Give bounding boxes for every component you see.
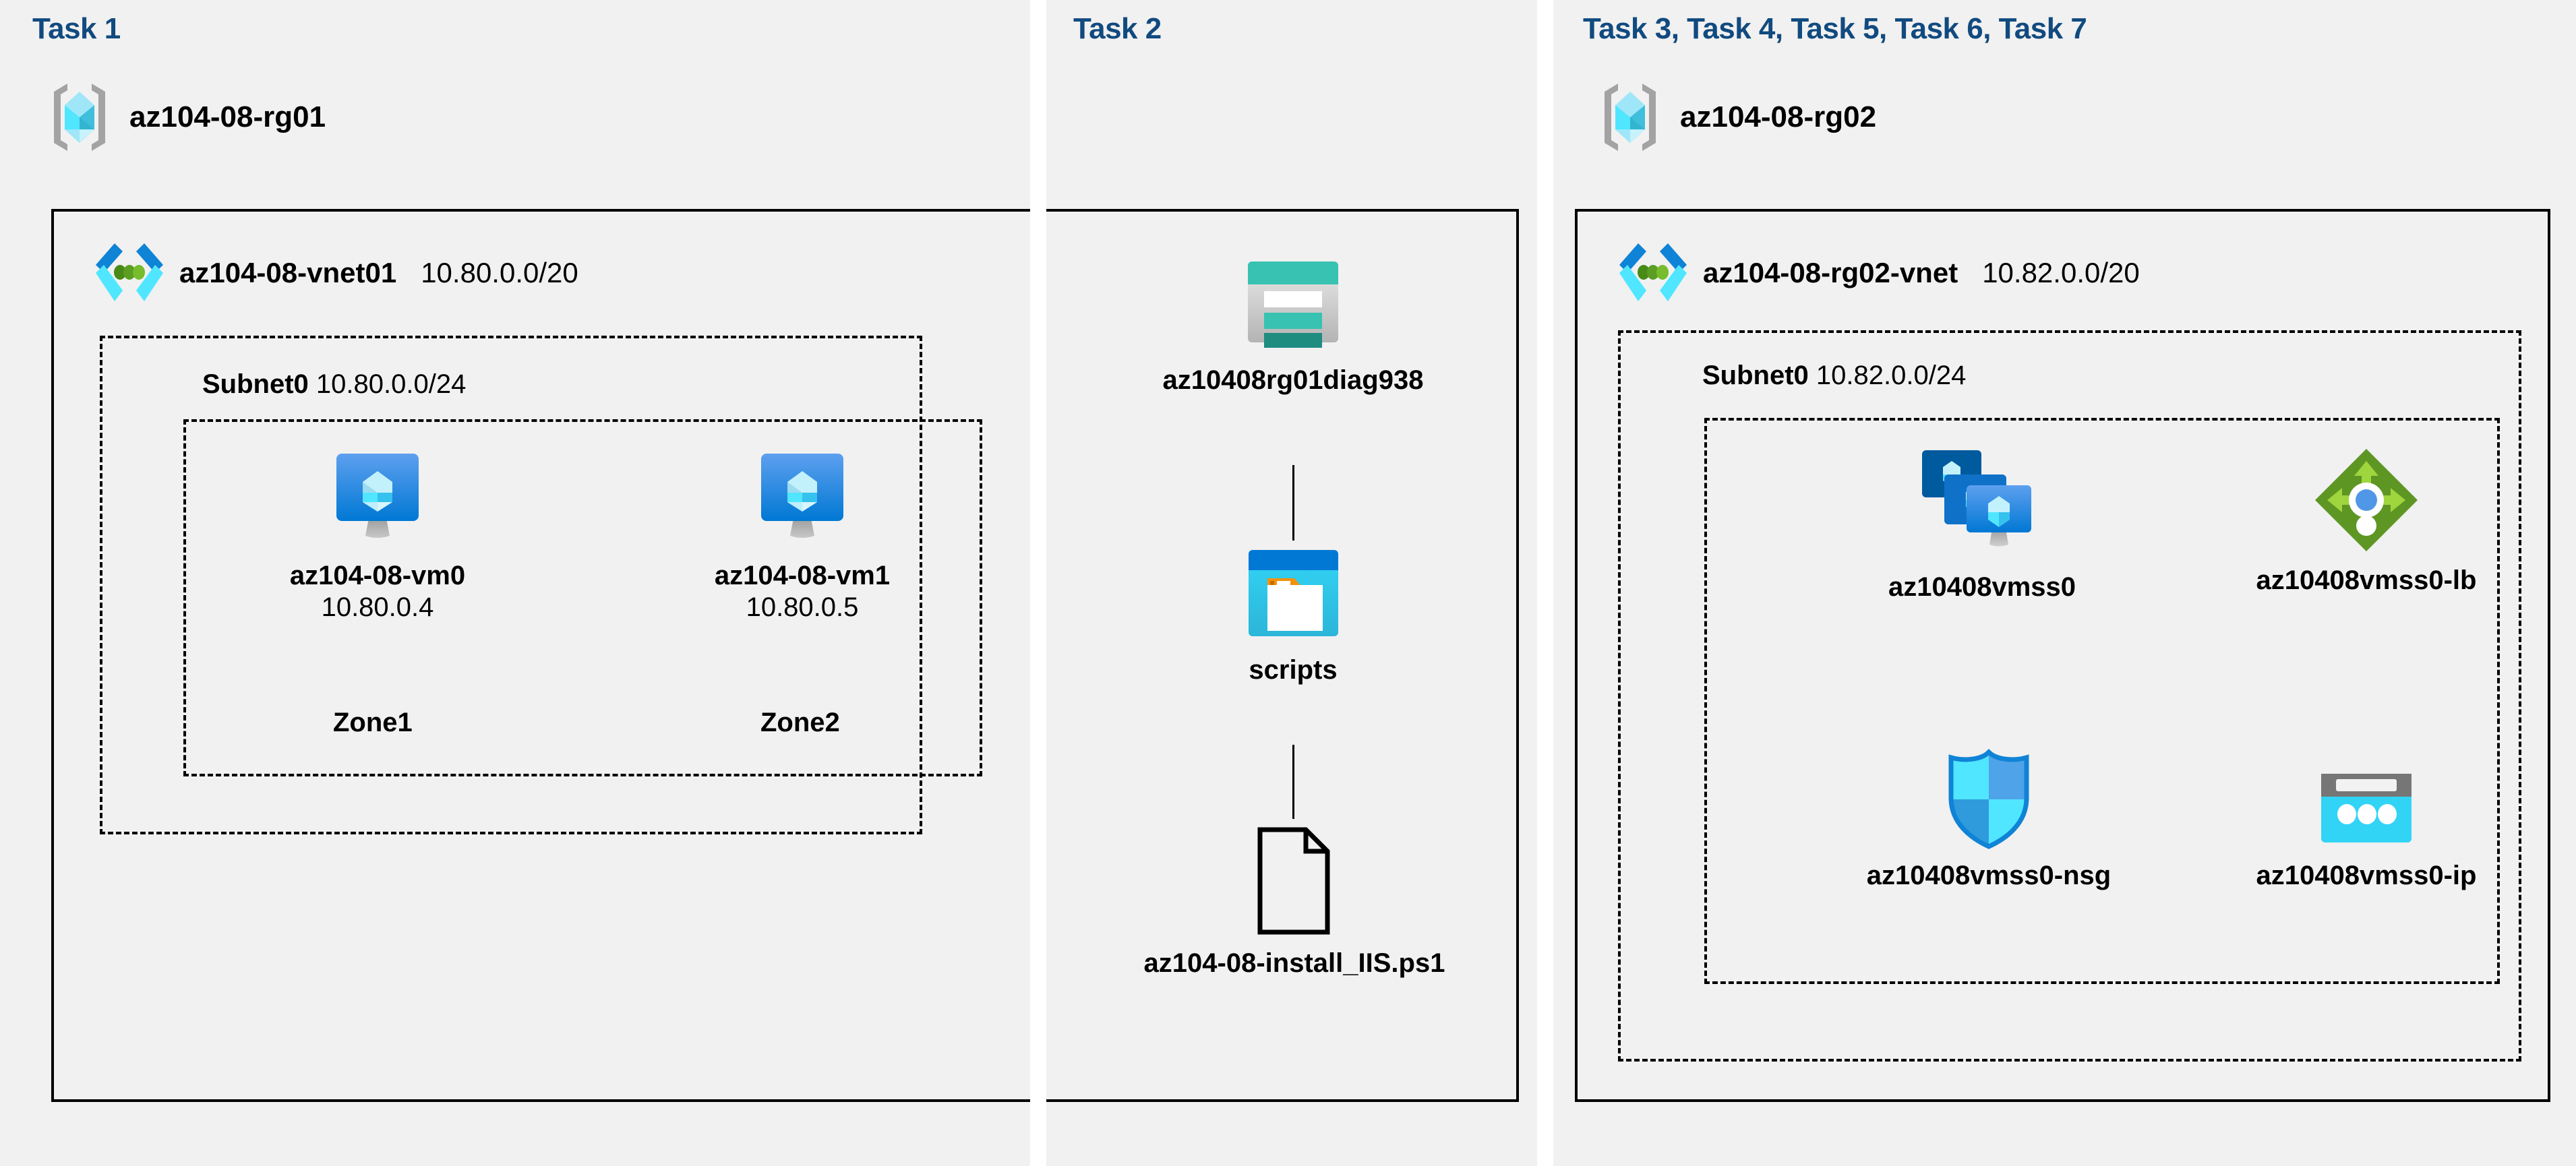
- storage-account-node: az10408rg01diag938: [1163, 256, 1423, 396]
- blob-container-icon: [1245, 546, 1342, 644]
- connector-storage-to-container: [1292, 465, 1294, 541]
- load-balancer-node: az10408vmss0-lb: [2218, 446, 2515, 596]
- vnet-name-label: az104-08-vnet01: [179, 257, 397, 288]
- subnet-name-label: Subnet0: [202, 369, 309, 399]
- public-ip-name-label: az10408vmss0-ip: [2256, 861, 2477, 890]
- public-ip-node: az10408vmss0-ip: [2225, 768, 2508, 892]
- vm-name-label: az104-08-vm0: [289, 561, 466, 590]
- vm-ip-label: 10.80.0.5: [746, 592, 859, 623]
- resource-group-rg02: az104-08-rg02: [1598, 81, 1876, 154]
- vnet-header-vnet01: az104-08-vnet01 10.80.0.0/20: [94, 239, 578, 307]
- vm-node-vm0: az104-08-vm0 10.80.0.4: [263, 448, 492, 623]
- resource-group-icon: [47, 81, 112, 154]
- virtual-machine-icon: [752, 448, 853, 549]
- vnet-name-label: az104-08-rg02-vnet: [1703, 257, 1958, 288]
- task-3-to-7-heading: Task 3, Task 4, Task 5, Task 6, Task 7: [1583, 12, 2087, 45]
- vm-scale-set-node: az10408vmss0: [1834, 446, 2130, 603]
- vnet-cidr-label: 10.80.0.0/20: [421, 257, 578, 288]
- task-1-heading: Task 1: [32, 12, 121, 45]
- subnet-label-right: Subnet0 10.82.0.0/24: [1702, 361, 1966, 391]
- vnet-boundary-vnet01: [51, 209, 1519, 1102]
- network-security-group-node: az10408vmss0-nsg: [1840, 748, 2137, 892]
- subnet-label-left: Subnet0 10.80.0.0/24: [202, 369, 466, 400]
- zone-label-vm0: Zone1: [333, 708, 413, 737]
- panel-task-3-to-7: [1553, 0, 2576, 1166]
- subnet-cidr-label: 10.82.0.0/24: [1816, 361, 1967, 390]
- resource-group-icon: [1598, 81, 1663, 154]
- virtual-network-icon: [1618, 239, 1688, 307]
- panel-task-1: [0, 0, 1030, 1166]
- script-file-node: az104-08-install_IIS.ps1: [1144, 826, 1445, 979]
- load-balancer-name-label: az10408vmss0-lb: [2256, 565, 2477, 595]
- vnet-cidr-label: 10.82.0.0/20: [1982, 257, 2140, 288]
- vm-name-label: az104-08-vm1: [714, 561, 891, 590]
- script-file-name-label: az104-08-install_IIS.ps1: [1143, 948, 1445, 978]
- resource-group-label: az104-08-rg02: [1680, 100, 1877, 133]
- load-balancer-icon: [2312, 446, 2420, 554]
- blob-container-node: scripts: [1192, 546, 1394, 686]
- storage-account-icon: [1242, 256, 1344, 354]
- vm-ip-label: 10.80.0.4: [321, 592, 434, 623]
- subnet-boundary-right: [1618, 330, 2521, 1062]
- resource-group-label: az104-08-rg01: [129, 100, 326, 133]
- resource-group-rg01: az104-08-rg01: [47, 81, 326, 154]
- storage-account-name-label: az10408rg01diag938: [1162, 365, 1424, 395]
- subnet-cidr-label: 10.80.0.0/24: [316, 369, 467, 399]
- script-file-icon: [1251, 826, 1338, 937]
- public-ip-address-icon: [2316, 768, 2417, 849]
- container-name-label: scripts: [1249, 655, 1338, 685]
- vnet-header-rg02-vnet: az104-08-rg02-vnet 10.82.0.0/20: [1618, 239, 2140, 307]
- network-security-group-icon: [1942, 748, 2036, 849]
- panel-gutter-2: [1537, 0, 1553, 1166]
- vm-node-vm1: az104-08-vm1 10.80.0.5: [688, 448, 917, 623]
- panel-gutter-1: [1030, 0, 1046, 1166]
- vmss-resources-boundary: [1704, 418, 2500, 984]
- vmss-name-label: az10408vmss0: [1888, 572, 2076, 602]
- subnet-name-label: Subnet0: [1702, 361, 1809, 390]
- task-2-heading: Task 2: [1073, 12, 1162, 45]
- zone-label-vm1: Zone2: [760, 708, 840, 737]
- vnet-boundary-rg02-vnet: [1575, 209, 2550, 1102]
- availability-zones-boundary: [183, 419, 982, 776]
- subnet-boundary-left: [100, 336, 922, 834]
- virtual-network-icon: [94, 239, 164, 307]
- virtual-machine-icon: [327, 448, 428, 549]
- vm-scale-set-icon: [1918, 446, 2046, 561]
- nsg-name-label: az10408vmss0-nsg: [1866, 861, 2111, 890]
- connector-container-to-file: [1292, 745, 1294, 819]
